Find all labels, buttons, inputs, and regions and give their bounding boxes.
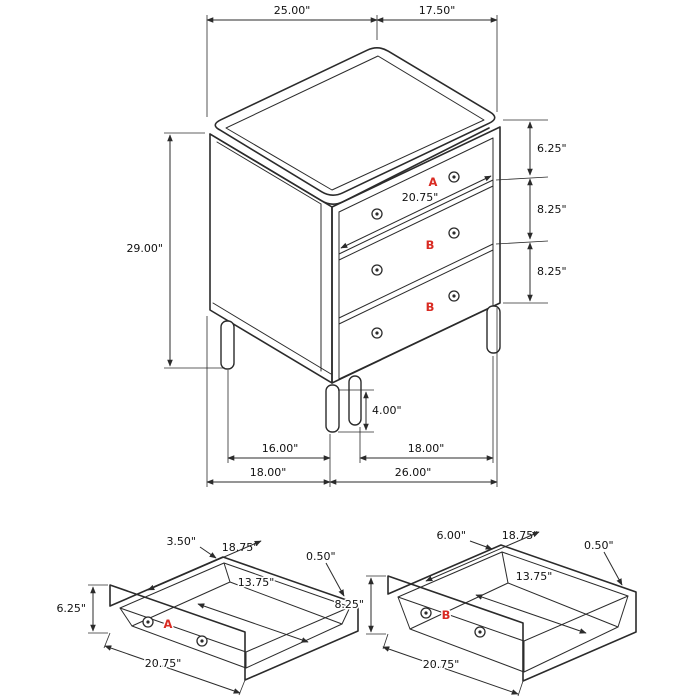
side-panel-frame-top [216, 141, 322, 205]
dim-a-front-height-value: 6.25" [56, 602, 86, 615]
dimension-top-depth: 17.50" [376, 3, 498, 112]
side-panel-bottom-rail [212, 302, 332, 375]
chest-leg-left [220, 320, 235, 370]
chest-leg-right [486, 305, 501, 354]
chest-top-slab-edge [209, 127, 490, 205]
dimension-front-leg-span: 16.00" [227, 370, 331, 487]
dimension-top-width: 25.00" [206, 3, 378, 117]
drawer-b1-knob-left-icon [371, 264, 383, 276]
dim-front-leg-span-value: 16.00" [262, 442, 299, 455]
chest-top-inner-edge [225, 55, 485, 191]
drawer-b2-knob-left-icon [371, 327, 383, 339]
drawer-b-inner-rim [397, 551, 629, 642]
dim-side-leg-span-value: 18.00" [408, 442, 445, 455]
dimension-leg-height: 4.00" [338, 389, 403, 433]
dim-height-value: 29.00" [126, 242, 163, 255]
drawer-divider-2b [338, 249, 494, 325]
dim-b-front-height-value: 8.25" [334, 598, 364, 611]
drawer-a-knob-left-icon [142, 616, 154, 628]
drawer-a-label: A [429, 175, 438, 189]
front-bottom-rail [338, 305, 494, 380]
drawer-a-knob-right-icon [448, 171, 460, 183]
drawer-a-inner-rim [119, 562, 351, 653]
dimension-overall-depth: 18.00" [206, 316, 331, 487]
drawer-b-knob-right-icon [474, 626, 486, 638]
dim-b-side-height-value: 6.00" [436, 529, 466, 542]
dim-overall-width-value: 26.00" [395, 466, 432, 479]
dimension-overall-width: 26.00" [329, 308, 498, 487]
drawer-b-knob-left-icon [420, 607, 432, 619]
drawer-b-detail-label: B [442, 608, 451, 622]
dim-drawer-b2-height-value: 8.25" [537, 265, 567, 278]
drawer-b1-knob-right-icon [448, 227, 460, 239]
chest-dimensions: 25.00" 17.50" 29.00" 6.25" 8.25" 8.25" [125, 3, 568, 487]
dim-a-inner-width-value: 13.75" [238, 576, 275, 589]
chest-leg-front [325, 384, 340, 433]
dim-a-side-height-value: 3.50" [166, 535, 196, 548]
dim-b-front-width-value: 20.75" [423, 658, 460, 671]
dim-overall-depth-value: 18.00" [250, 466, 287, 479]
drawer-a-knob-right-icon [196, 635, 208, 647]
dim-leg-height-value: 4.00" [372, 404, 402, 417]
dim-a-inner-depth-value: 18.75" [222, 541, 259, 554]
chest-leg-back [348, 375, 362, 426]
dim-top-depth-value: 17.50" [419, 4, 456, 17]
dim-a-wall-thickness-value: 0.50" [306, 550, 336, 563]
drawer-a-dimensions: 3.50" 18.75" 0.50" 6.25" 13.75" 20.75" [55, 534, 345, 696]
dimension-height: 29.00" [125, 132, 225, 369]
drawer-b2-label: B [426, 300, 435, 314]
drawer-b-corner-lines [397, 551, 629, 673]
drawer-b-dimensions: 6.00" 18.75" 0.50" 8.25" 13.75" 20.75" [333, 528, 623, 697]
dim-drawer-a-height-value: 6.25" [537, 142, 567, 155]
dim-b-inner-width-value: 13.75" [516, 570, 553, 583]
drawer-b1-label: B [426, 238, 435, 252]
dim-b-wall-thickness-value: 0.50" [584, 539, 614, 552]
drawer-a-detail-view: A 3.50" 18.75" 0.50" 6.25" 13.75" 20.75" [55, 534, 359, 696]
dim-top-width-value: 25.00" [274, 4, 311, 17]
chest-isometric-view: A B B [209, 47, 501, 433]
dimension-drawer-front-width: 20.75" [340, 175, 492, 249]
dimension-side-leg-span: 18.00" [359, 356, 494, 463]
drawer-a-detail-label: A [164, 617, 173, 631]
drawer-a-knob-left-icon [371, 208, 383, 220]
drawer-b2-knob-right-icon [448, 290, 460, 302]
drawer-b-detail-view: B 6.00" 18.75" 0.50" 8.25" 13.75" 20.75" [333, 528, 637, 697]
chest-legs [220, 305, 501, 433]
dim-drawer-front-width-value: 20.75" [402, 191, 439, 204]
drawer-divider-2a [338, 243, 494, 319]
dimension-drawer-heights: 6.25" 8.25" 8.25" [495, 119, 568, 304]
dim-drawer-b1-height-value: 8.25" [537, 203, 567, 216]
dim-a-front-width-value: 20.75" [145, 657, 182, 670]
chest-top-outline [214, 47, 496, 196]
front-face-outline [331, 126, 501, 384]
